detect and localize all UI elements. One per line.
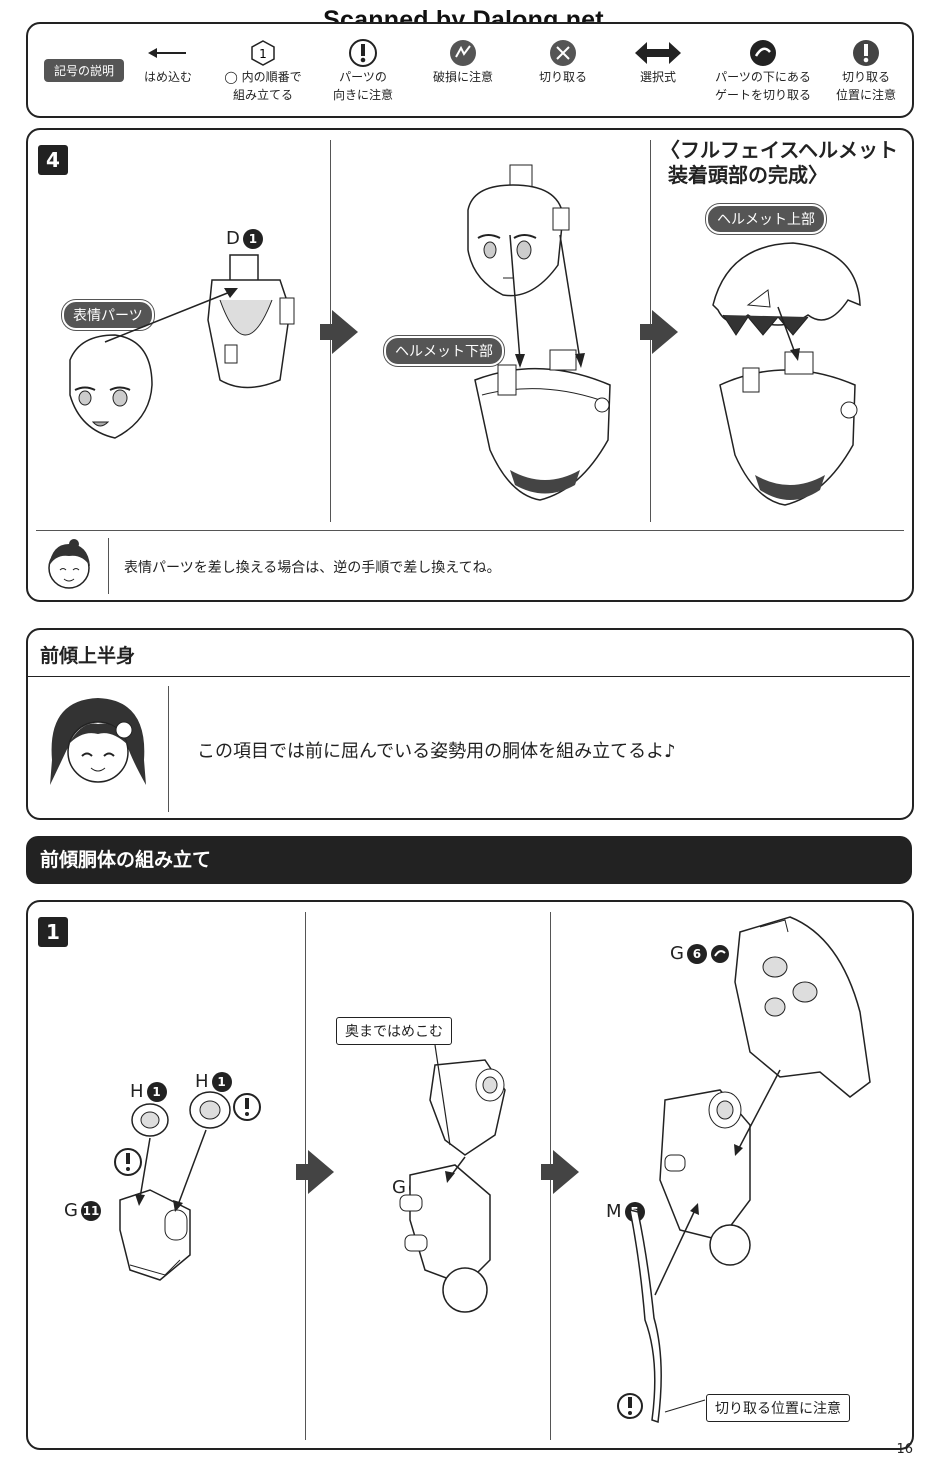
svg-text:1: 1 [259, 47, 267, 61]
legend-item-choice: 選択式 [623, 38, 693, 86]
insert-arrow [777, 306, 800, 361]
legend-item-fit: はめ込む [138, 38, 198, 86]
double-arrow-choice-icon [635, 42, 681, 64]
symbol-legend: 記号の説明 はめ込む 1 ◯ 内の順番で 組み立てる パーツの 向きに注意 破損… [26, 22, 914, 118]
upper-body-section [26, 628, 914, 820]
legend-item-order: 1 ◯ 内の順番で 組み立てる [218, 38, 308, 104]
part-number: 6 [686, 943, 707, 964]
torso-part-b-illustration [399, 1045, 506, 1313]
flow-arrow-stem [640, 324, 654, 340]
divider [168, 686, 169, 812]
part-letter: M [606, 1201, 622, 1222]
flow-arrow [652, 310, 678, 354]
part-letter: H [130, 1081, 144, 1102]
label-face-part: 表情パーツ [62, 300, 154, 330]
part-letter: G [64, 1200, 78, 1221]
legend-label: ゲートを切り取る [714, 88, 811, 102]
part-letter: G [392, 1177, 406, 1198]
divider [28, 676, 910, 677]
nipper-cut-icon [550, 40, 576, 66]
section-title: 前傾上半身 [40, 645, 136, 667]
page-number: 16 [896, 1442, 913, 1457]
legend-item-under-gate: パーツの下にある ゲートを切り取る [708, 38, 818, 104]
note-push-in: 奥まではめこむ [336, 1017, 452, 1045]
cut-position-caution-icon [853, 40, 879, 66]
legend-label: はめ込む [143, 70, 192, 84]
legend-item-direction: パーツの 向きに注意 [323, 38, 403, 104]
face-part-illustration [69, 334, 153, 439]
section-intro-text: この項目では前に屈んでいる姿勢用の胴体を組み立てるよ♪ [197, 741, 676, 762]
part-letter: H [195, 1071, 209, 1092]
divider [108, 538, 109, 594]
part-number: 1 [146, 1081, 167, 1102]
title-line: 装着頭部の完成〉 [668, 163, 828, 187]
helmet-upper-illustration [712, 242, 861, 336]
torso-part-a-illustration [114, 1091, 261, 1281]
legend-label: パーツの [339, 70, 387, 84]
guide-girl-large-icon [50, 698, 146, 785]
flow-arrow [332, 310, 358, 354]
legend-label: 向きに注意 [332, 88, 393, 102]
completed-head-title: 〈フルフェイスヘルメット 装着頭部の完成〉 [660, 138, 898, 188]
helmet-lower-illustration [474, 349, 611, 501]
label-helmet-upper: ヘルメット上部 [706, 204, 826, 234]
insert-arrows [509, 234, 585, 368]
flow-arrow-stem [541, 1164, 555, 1180]
torso-assembly-header: 前傾胴体の組み立て [26, 836, 912, 884]
legend-label: パーツの下にある [715, 70, 811, 84]
part-letter: G [670, 943, 684, 964]
flow-arrow-stem [296, 1164, 310, 1180]
flow-arrow [308, 1150, 334, 1194]
tip-text: 表情パーツを差し換える場合は、逆の手順で差し換えてね。 [124, 560, 501, 576]
title-line: 〈フルフェイスヘルメット [660, 138, 898, 162]
legend-item-breakage: 破損に注意 [423, 38, 503, 86]
legend-label: 組み立てる [232, 88, 293, 102]
legend-label: 選択式 [639, 70, 676, 84]
legend-item-cut-position: 切り取る 位置に注意 [828, 38, 904, 104]
divider [36, 530, 904, 531]
legend-title: 記号の説明 [44, 59, 125, 82]
helmet-inner-part-illustration [207, 254, 295, 389]
part-number: 1 [242, 228, 263, 249]
legend-item-cut: 切り取る [523, 38, 603, 86]
helmet-completed-illustration [719, 351, 858, 506]
legend-label: 位置に注意 [835, 88, 896, 102]
step-number: 4 [38, 145, 68, 175]
part-letter: D [226, 228, 240, 249]
breakage-caution-icon [450, 40, 476, 66]
numbered-hexagon-icon: 1 [251, 40, 275, 66]
note-cut-position: 切り取る位置に注意 [706, 1394, 850, 1422]
under-gate-cut-icon [750, 40, 776, 66]
legend-label: 切り取る [841, 70, 890, 84]
label-helmet-lower: ヘルメット下部 [384, 336, 504, 366]
legend-label: 破損に注意 [432, 70, 493, 84]
flow-arrow-stem [320, 324, 334, 340]
arrow-left-icon [148, 48, 186, 58]
guide-girl-icon [48, 539, 90, 589]
torso-part-c-illustration [617, 1069, 781, 1423]
part-number: 1 [211, 1071, 232, 1092]
part-number: 11 [80, 1200, 101, 1221]
insert-arrow [104, 288, 238, 343]
back-cover-g6-illustration [734, 916, 871, 1098]
legend-label: ◯ 内の順番で [224, 70, 302, 84]
step-number: 1 [38, 917, 68, 947]
head-face-illustration [467, 164, 570, 297]
flow-arrow [553, 1150, 579, 1194]
caution-exclamation-icon [349, 39, 377, 67]
under-gate-cut-icon [710, 944, 729, 963]
legend-label: 切り取る [538, 70, 587, 84]
